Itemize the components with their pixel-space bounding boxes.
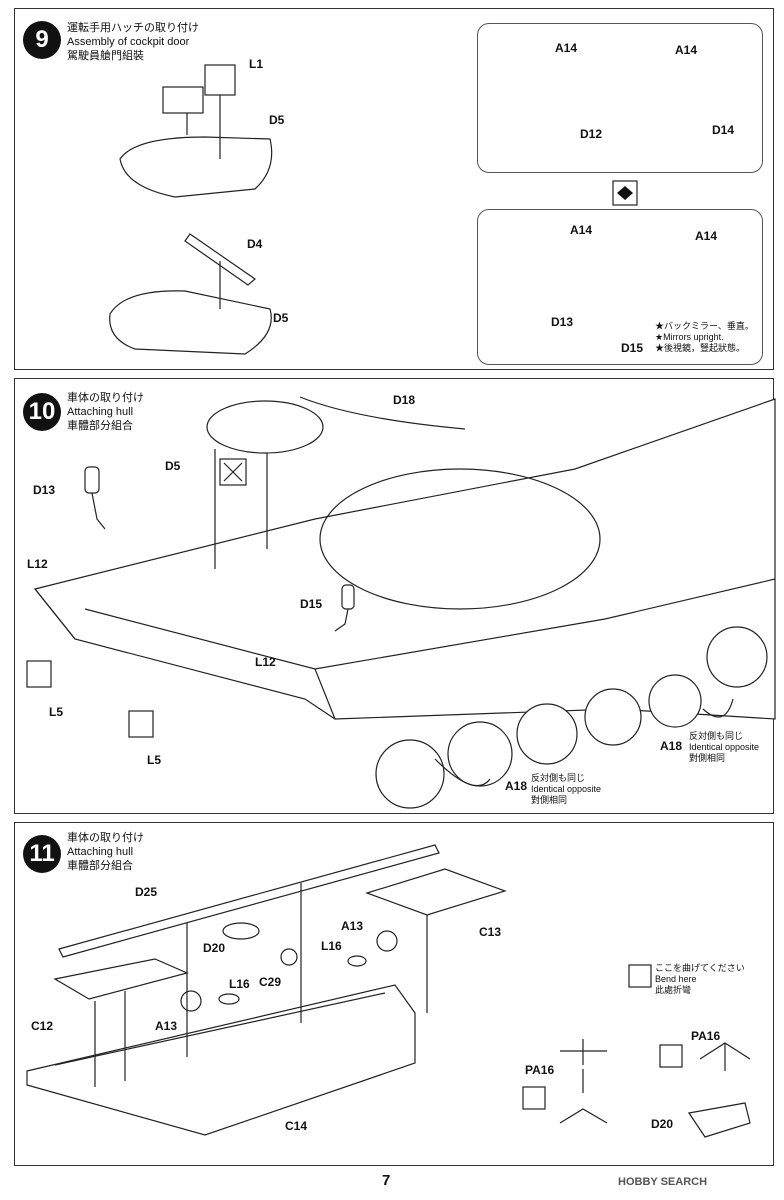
step-title-en: Attaching hull xyxy=(67,846,134,858)
label-a18-left: A18 xyxy=(505,779,528,793)
label-a14-3: A14 xyxy=(570,223,593,237)
step-title-zh: 駕駛員艙門組裝 xyxy=(67,50,144,62)
label-c29: C29 xyxy=(259,975,282,989)
watermark: HOBBY SEARCH xyxy=(618,1176,708,1188)
step-9-panel: 9 運転手用ハッチの取り付け Assembly of cockpit door … xyxy=(14,8,774,370)
a18-left-note-en: Identical opposite xyxy=(531,784,602,794)
label-l12-left: L12 xyxy=(27,557,48,571)
step-title-jp: 車体の取り付け xyxy=(67,832,144,844)
label-d12: D12 xyxy=(580,127,603,141)
step-10-hull-drawing xyxy=(26,396,776,809)
label-d15: D15 xyxy=(300,597,323,611)
step-title-jp: 車体の取り付け xyxy=(67,392,144,404)
label-d20: D20 xyxy=(203,941,226,955)
step-number: 11 xyxy=(23,835,61,873)
mirror-note-zh: ★後視鏡，豎起狀態。 xyxy=(655,343,746,353)
label-pa16-right: PA16 xyxy=(691,1029,721,1043)
step-title-en: Attaching hull xyxy=(67,406,134,418)
label-a14-1: A14 xyxy=(555,41,578,55)
page-number: 7 xyxy=(382,1172,391,1189)
label-d13: D13 xyxy=(551,315,574,329)
step-number: 9 xyxy=(23,21,61,59)
label-a18-right: A18 xyxy=(660,739,683,753)
mirror-box-top xyxy=(477,23,763,173)
label-d5-bottom: D5 xyxy=(273,311,289,325)
label-l1: L1 xyxy=(249,57,264,71)
label-l12-right: L12 xyxy=(255,655,276,669)
label-l5-left: L5 xyxy=(49,705,64,719)
step-11-hull-drawing xyxy=(26,844,751,1138)
label-l16-right: L16 xyxy=(321,939,342,953)
label-a13-bottom: A13 xyxy=(155,1019,178,1033)
step-9-drawing xyxy=(109,42,736,355)
label-c13: C13 xyxy=(479,925,502,939)
label-l16-left: L16 xyxy=(229,977,250,991)
label-d18: D18 xyxy=(393,393,416,407)
a18-right-note-en: Identical opposite xyxy=(689,742,760,752)
step-10-panel: 10 車体の取り付け Attaching hull 車體部分組合 xyxy=(14,378,776,814)
label-d14: D14 xyxy=(712,123,735,137)
bend-note-jp: ここを曲げてください xyxy=(655,963,745,973)
label-c14: C14 xyxy=(285,1119,308,1133)
label-a14-4: A14 xyxy=(695,229,718,243)
step-title-zh: 車體部分組合 xyxy=(67,420,133,432)
label-a13-top: A13 xyxy=(341,919,364,933)
mirror-note-en: ★Mirrors upright. xyxy=(655,332,724,342)
label-d5-top: D5 xyxy=(269,113,285,127)
label-d15: D15 xyxy=(621,341,644,355)
label-c12: C12 xyxy=(31,1019,54,1033)
mirror-note-jp: ★バックミラー、垂直。 xyxy=(655,321,754,331)
label-d13: D13 xyxy=(33,483,56,497)
step-title-jp: 運転手用ハッチの取り付け xyxy=(67,22,199,34)
label-d5: D5 xyxy=(165,459,181,473)
label-d4: D4 xyxy=(247,237,263,251)
mirror-box-bottom xyxy=(477,209,763,365)
label-l5-right: L5 xyxy=(147,753,162,767)
label-a14-2: A14 xyxy=(675,43,698,57)
step-11-panel: 11 車体の取り付け Attaching hull 車體部分組合 xyxy=(14,822,774,1166)
bend-note-en: Bend here xyxy=(655,974,697,984)
label-d25: D25 xyxy=(135,885,158,899)
label-d20-right: D20 xyxy=(651,1117,674,1131)
step-number: 10 xyxy=(23,393,61,431)
step-title-en: Assembly of cockpit door xyxy=(67,36,190,48)
step-title-zh: 車體部分組合 xyxy=(67,860,133,872)
label-pa16-left: PA16 xyxy=(525,1063,555,1077)
a18-left-note-zh: 對側相同 xyxy=(531,795,568,805)
bend-note-zh: 此處折彎 xyxy=(655,985,692,995)
a18-right-note-jp: 反対側も同じ xyxy=(689,731,744,741)
a18-left-note-jp: 反対側も同じ xyxy=(531,773,586,783)
a18-right-note-zh: 對側相同 xyxy=(689,753,726,763)
